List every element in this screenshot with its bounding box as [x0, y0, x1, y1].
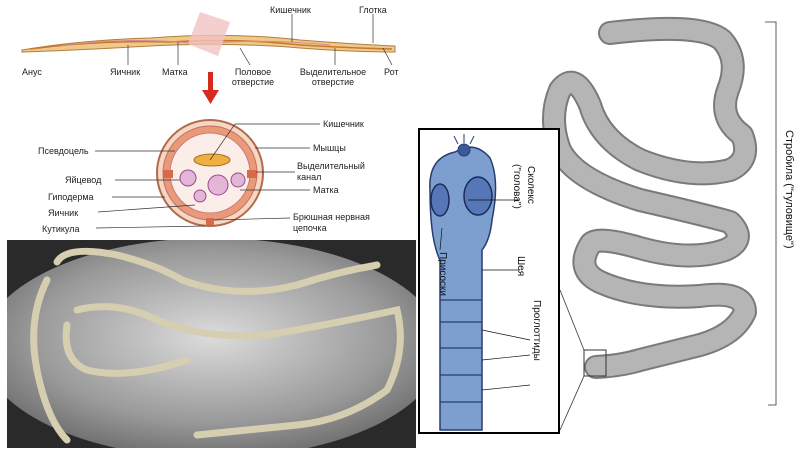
roundworm-photo	[7, 240, 416, 448]
label-genital-pore-2: отверстие	[231, 77, 275, 87]
worm-in-tray	[30, 247, 404, 444]
label-ovary-top: Яичник	[110, 67, 141, 77]
label-intestine-top: Кишечник	[270, 5, 311, 15]
label-excretory-canal-1: Выделительный	[297, 161, 365, 171]
scolex-location-marker	[583, 349, 607, 377]
label-ventral-cord-2: цепочка	[293, 223, 327, 233]
label-excretory-canal-2: канал	[297, 172, 322, 182]
metal-tray	[7, 240, 416, 448]
scolex-drawing	[429, 134, 531, 431]
proglottid-segments	[440, 299, 482, 403]
label-pseudocoel: Псевдоцель	[38, 146, 89, 156]
label-cuticle: Кутикула	[42, 224, 80, 234]
label-genital-pore-1: Половое	[234, 67, 272, 77]
label-excretory-pore-1: Выделительное	[299, 67, 367, 77]
red-arrow-shaft	[208, 72, 213, 90]
label-suckers: Присоски	[437, 252, 448, 296]
label-neck: Шея	[515, 256, 526, 277]
label-uterus-top: Матка	[162, 67, 188, 77]
label-scolex-1: Сколекс	[525, 166, 536, 204]
label-hypodermis: Гиподерма	[48, 192, 94, 202]
label-cs-intestine: Кишечник	[323, 119, 364, 129]
roundworm-cross-section	[156, 119, 264, 227]
label-oviduct: Яйцевод	[65, 175, 102, 185]
label-scolex-2: ("голова")	[511, 164, 522, 209]
label-mouth: Рот	[384, 67, 399, 77]
label-excretory-pore-2: отверстие	[311, 77, 355, 87]
cross-section-cut-marker	[188, 12, 230, 56]
scolex-panel: Сколекс ("голова") Шея Присоски Проглотт…	[418, 128, 560, 434]
red-arrow-head	[202, 90, 219, 104]
sucker-right	[463, 176, 493, 216]
label-muscles: Мышцы	[313, 143, 346, 153]
strobila-bracket	[765, 21, 777, 406]
hook-crown	[453, 134, 475, 157]
label-ventral-cord-1: Брюшная нервная	[293, 212, 370, 222]
label-pharynx: Глотка	[359, 5, 387, 15]
label-strobila: Стробила ("туловище")	[783, 130, 795, 249]
label-anus: Анус	[22, 67, 42, 77]
label-cs-ovary: Яичник	[48, 208, 79, 218]
roundworm-photo-drawing	[7, 240, 416, 448]
tapeworm-strobila	[542, 16, 757, 431]
sucker-left	[430, 183, 450, 217]
scolex-head	[429, 146, 497, 431]
label-cs-uterus: Матка	[313, 185, 339, 195]
roundworm-intestine-line	[29, 39, 393, 50]
label-proglottids: Проглоттиды	[531, 300, 542, 361]
